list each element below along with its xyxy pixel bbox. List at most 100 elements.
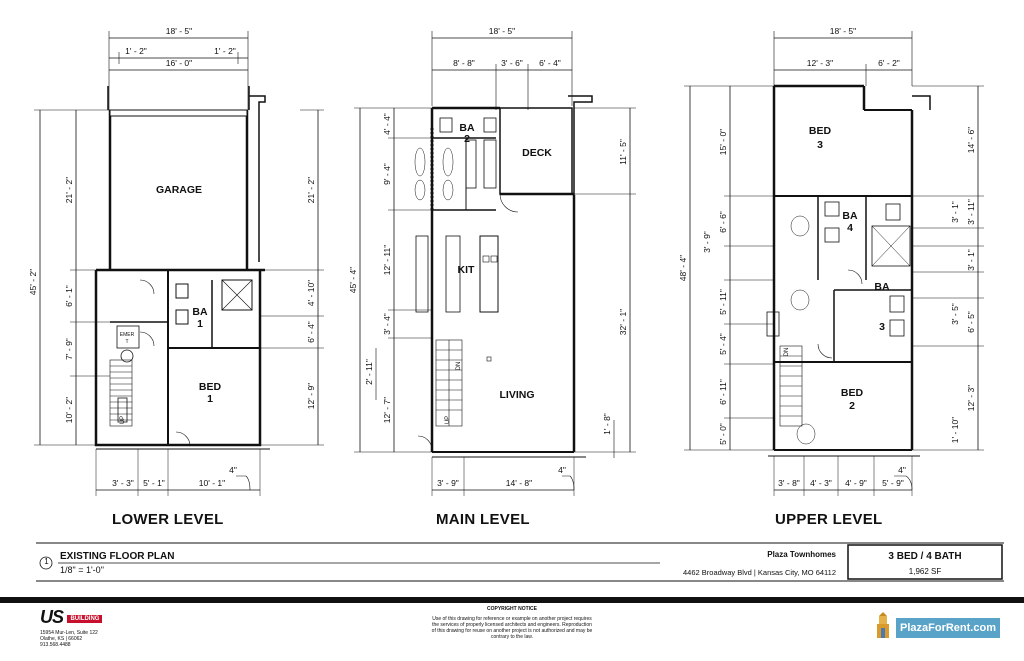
main-dim-l6: 12' - 7" bbox=[382, 397, 392, 423]
lower-dim-b1: 3' - 3" bbox=[112, 478, 134, 488]
lower-dim-garage-depth-left: 21' - 2" bbox=[64, 177, 74, 203]
upper-dim-total-height: 48' - 4" bbox=[678, 255, 688, 281]
main-level-plan bbox=[354, 31, 636, 496]
upper-level-title: UPPER LEVEL bbox=[775, 511, 883, 528]
lower-dim-r3: 6' - 4" bbox=[306, 321, 316, 343]
upper-dim-b2: 4' - 3" bbox=[810, 478, 832, 488]
address-line-1: 15954 Mur-Len, Suite 122 bbox=[40, 630, 98, 636]
copyright-text: Use of this drawing for reference or exa… bbox=[431, 616, 593, 640]
main-dim-b3: 4" bbox=[558, 465, 566, 475]
upper-dim-l7: 5' - 0" bbox=[718, 423, 728, 445]
upper-dim-t1: 12' - 3" bbox=[807, 58, 833, 68]
main-dim-l5: 2' - 11" bbox=[364, 359, 374, 385]
emer-label: EMER bbox=[120, 332, 135, 338]
upper-dim-b5: 4" bbox=[898, 465, 906, 475]
upper-dim-r7: 12' - 3" bbox=[966, 385, 976, 411]
upper-dim-l4: 5' - 11" bbox=[718, 289, 728, 315]
lower-dim-overall: 18' - 5" bbox=[166, 26, 192, 36]
garage-label: GARAGE bbox=[156, 184, 202, 196]
plan-title: EXISTING FLOOR PLAN bbox=[60, 551, 175, 562]
lower-dim-l4: 10' - 2" bbox=[64, 397, 74, 423]
lower-dim-r4: 12' - 9" bbox=[306, 383, 316, 409]
project-address: 4462 Broadway Blvd | Kansas City, MO 641… bbox=[683, 568, 836, 577]
main-dim-t2: 3' - 6" bbox=[501, 58, 523, 68]
lower-dim-right-offset: 1' - 2" bbox=[214, 46, 236, 56]
main-dim-b1: 3' - 9" bbox=[437, 478, 459, 488]
upper-dim-t2: 6' - 2" bbox=[878, 58, 900, 68]
us-building-logo: US BUILDING bbox=[40, 607, 103, 628]
bath2-label: BA bbox=[459, 122, 475, 134]
address-line-2: Olathe, KS | 66062 bbox=[40, 636, 83, 642]
upper-dim-l5: 5' - 4" bbox=[718, 333, 728, 355]
living-label: LIVING bbox=[499, 389, 534, 401]
main-dim-b2: 14' - 8" bbox=[506, 478, 532, 488]
unit-area: 1,962 SF bbox=[908, 567, 942, 576]
emer-label-b: T bbox=[125, 339, 128, 345]
upper-dim-l6: 6' - 11" bbox=[718, 379, 728, 405]
main-level-title: MAIN LEVEL bbox=[436, 511, 530, 528]
main-dn-label: DN bbox=[456, 362, 462, 371]
logo-us-text: US bbox=[40, 607, 64, 627]
bed3-label: BED bbox=[809, 125, 832, 137]
lower-up-label: UP bbox=[120, 416, 126, 424]
upper-dim-r2: 3' - 1" bbox=[950, 201, 960, 223]
lower-dim-total-height: 45' - 2" bbox=[28, 269, 38, 295]
lower-dim-garage-width: 16' - 0" bbox=[166, 58, 192, 68]
main-dim-total-height: 45' - 4" bbox=[348, 267, 358, 293]
lower-dim-b3: 10' - 1" bbox=[199, 478, 225, 488]
upper-level-plan bbox=[684, 31, 984, 496]
upper-dim-b4: 5' - 9" bbox=[882, 478, 904, 488]
main-dim-r2: 32' - 1" bbox=[618, 309, 628, 335]
bed3-number: 3 bbox=[817, 139, 823, 151]
lower-dim-garage-depth-right: 21' - 2" bbox=[306, 177, 316, 203]
address-line-3: 913.568.4488 bbox=[40, 642, 71, 648]
upper-dim-r4: 3' - 1" bbox=[966, 249, 976, 271]
upper-dim-r1: 14' - 6" bbox=[966, 127, 976, 153]
main-dim-overall: 18' - 5" bbox=[489, 26, 515, 36]
lower-dim-left-offset: 1' - 2" bbox=[125, 46, 147, 56]
main-dim-l3: 12' - 11" bbox=[382, 245, 392, 275]
upper-dim-l3: 6' - 6" bbox=[718, 211, 728, 233]
lower-bath-number: 1 bbox=[197, 318, 203, 330]
bed1-label: BED bbox=[199, 381, 222, 393]
upper-dim-l2: 3' - 9" bbox=[702, 231, 712, 253]
lower-dim-r2: 4' - 10" bbox=[306, 280, 316, 306]
upper-dim-r8: 1' - 10" bbox=[950, 417, 960, 443]
bath4-number: 4 bbox=[847, 222, 853, 234]
plan-scale: 1/8" = 1'-0" bbox=[60, 565, 104, 575]
unit-type: 3 BED / 4 BATH bbox=[888, 551, 962, 562]
bath3-label: BA bbox=[874, 281, 890, 293]
title-block-frame bbox=[0, 542, 1024, 603]
lower-dim-l3: 7' - 9" bbox=[64, 338, 74, 360]
upper-dim-overall: 18' - 5" bbox=[830, 26, 856, 36]
upper-dim-r6: 6' - 5" bbox=[966, 311, 976, 333]
main-dim-t3: 6' - 4" bbox=[539, 58, 561, 68]
main-dim-r1: 11' - 5" bbox=[618, 139, 628, 165]
lower-dim-b4: 4" bbox=[229, 465, 237, 475]
lower-bath-label: BA bbox=[192, 306, 208, 318]
main-dim-l4: 3' - 4" bbox=[382, 313, 392, 335]
bed2-number: 2 bbox=[849, 400, 855, 412]
kitchen-label: KIT bbox=[458, 264, 476, 276]
bath4-label: BA bbox=[842, 210, 858, 222]
logo-building-tag: BUILDING bbox=[67, 614, 103, 623]
lower-level-title: LOWER LEVEL bbox=[112, 511, 224, 528]
main-up-label: UP bbox=[445, 416, 451, 424]
bath2-number: 2 bbox=[464, 133, 470, 145]
plazaforrent-brand: PlazaForRent.com bbox=[896, 618, 1000, 638]
copyright-title: COPYRIGHT NOTICE bbox=[486, 606, 537, 612]
lower-dim-l2: 6' - 1" bbox=[64, 285, 74, 307]
bed1-number: 1 bbox=[207, 393, 213, 405]
upper-dim-r3: 3' - 11" bbox=[966, 199, 976, 225]
project-name: Plaza Townhomes bbox=[767, 550, 836, 559]
main-dim-l2: 9' - 4" bbox=[382, 163, 392, 185]
upper-dim-b1: 3' - 8" bbox=[778, 478, 800, 488]
bath3-number: 3 bbox=[879, 321, 885, 333]
main-dim-l1: 4' - 4" bbox=[382, 113, 392, 135]
bed2-label: BED bbox=[841, 387, 864, 399]
main-dim-r3: 1' - 8" bbox=[602, 413, 612, 435]
upper-dim-r5: 3' - 5" bbox=[950, 303, 960, 325]
upper-dn-label: DN bbox=[784, 348, 790, 357]
main-dim-t1: 8' - 8" bbox=[453, 58, 475, 68]
